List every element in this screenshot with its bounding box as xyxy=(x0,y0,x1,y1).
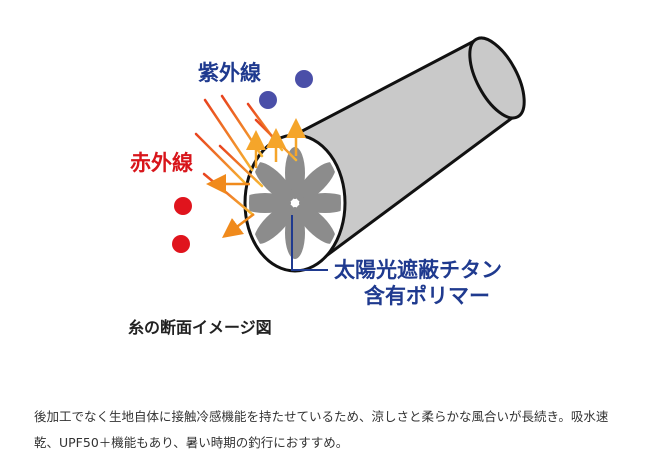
titanium-polymer-petals xyxy=(249,140,341,266)
reflected-rays-left xyxy=(206,174,255,238)
ir-label: 赤外線 xyxy=(130,151,193,175)
description-line-2: 乾、UPF50＋機能もあり、暑い時期の釣行におすすめ。 xyxy=(34,435,349,450)
material-label-line1: 太陽光遮蔽チタン xyxy=(334,258,502,282)
reflected-rays-up xyxy=(246,118,306,168)
ir-dot xyxy=(172,235,190,253)
uv-dot xyxy=(295,70,313,88)
uv-label: 紫外線 xyxy=(198,61,261,85)
diagram-caption: 糸の断面イメージ図 xyxy=(128,318,272,337)
ir-dot xyxy=(174,197,192,215)
material-leader-line xyxy=(291,215,328,271)
yarn-cross-section xyxy=(243,133,347,273)
product-description: 後加工でなく生地自体に接触冷感機能を持たせているため、涼しさと柔らかな風合いが長… xyxy=(34,404,646,456)
uv-dot xyxy=(259,91,277,109)
description-line-1: 後加工でなく生地自体に接触冷感機能を持たせているため、涼しさと柔らかな風合いが長… xyxy=(34,409,609,424)
material-label-line2: 含有ポリマー xyxy=(364,284,490,308)
